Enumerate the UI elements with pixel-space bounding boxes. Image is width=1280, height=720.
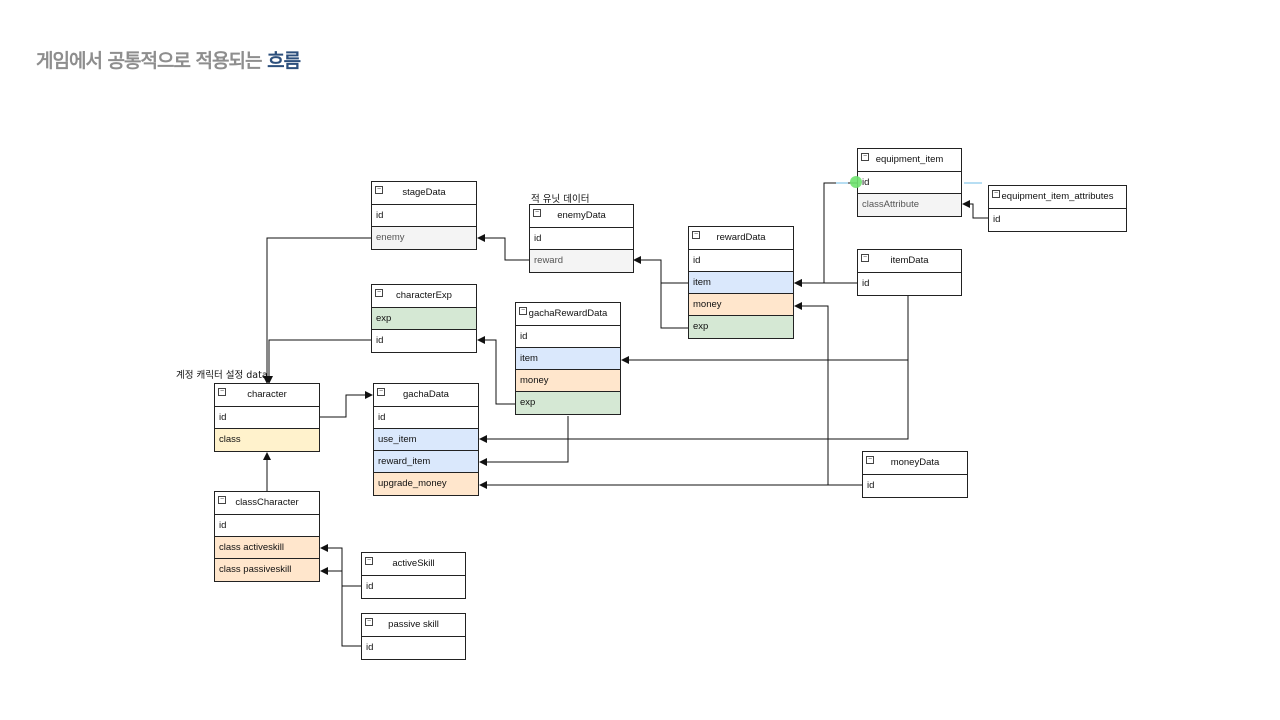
collapse-icon[interactable]: − [365, 557, 373, 565]
field-enemy: enemy [372, 227, 476, 249]
field-id: id [376, 335, 384, 346]
field-class-passiveskill: class passiveskill [215, 559, 319, 581]
link-attr-equip [962, 200, 988, 219]
table-title: character [247, 389, 287, 400]
link-stage-character [263, 237, 371, 384]
table-characterExp[interactable]: − characterExp exp id [371, 284, 477, 353]
field-id: id [372, 205, 476, 227]
field-class-activeskill: class activeskill [215, 537, 319, 559]
link-equip-reward [794, 182, 857, 287]
collapse-icon[interactable]: − [365, 618, 373, 626]
collapse-icon[interactable]: − [533, 209, 541, 217]
table-activeSkill[interactable]: − activeSkill id [361, 552, 466, 599]
field-item: item [516, 348, 620, 370]
table-title: stageData [402, 187, 446, 198]
note-account-character: 계정 캐릭터 설정 data [176, 370, 268, 381]
field-id: id [516, 326, 620, 348]
link-active-classchar [320, 544, 361, 587]
field-reward_item: reward_item [374, 451, 478, 473]
table-title: characterExp [396, 290, 452, 301]
link-gachareward-rewarditem [479, 416, 569, 466]
collapse-icon[interactable]: − [692, 231, 700, 239]
collapse-icon[interactable]: − [377, 388, 385, 396]
field-reward: reward [530, 250, 633, 272]
field-classAttribute: classAttribute [858, 194, 961, 216]
collapse-icon[interactable]: − [218, 388, 226, 396]
field-id: id [993, 214, 1001, 225]
table-itemData[interactable]: − itemData id [857, 249, 962, 296]
page-title: 게임에서 공통적으로 적용되는 흐름 [36, 46, 301, 73]
table-rewardData[interactable]: − rewardData id item money exp [688, 226, 794, 339]
table-moneyData[interactable]: − moneyData id [862, 451, 968, 498]
note-enemy-unit: 적 유닛 데이터 [531, 194, 590, 205]
field-id: id [366, 581, 374, 592]
table-classCharacter[interactable]: − classCharacter id class activeskill cla… [214, 491, 320, 582]
field-id: id [215, 515, 319, 537]
collapse-icon[interactable]: − [861, 153, 869, 161]
table-character[interactable]: − character id class [214, 383, 320, 452]
field-upgrade_money: upgrade_money [374, 473, 478, 495]
connection-handle[interactable] [850, 176, 862, 188]
link-exp-gachareward [477, 336, 515, 405]
table-equipment_item_attributes[interactable]: −equipment_item_attributes id [988, 185, 1127, 232]
collapse-icon[interactable]: − [375, 289, 383, 297]
collapse-icon[interactable]: − [866, 456, 874, 464]
collapse-icon[interactable]: − [861, 254, 869, 262]
title-highlight: 흐름 [267, 50, 301, 72]
field-id: id [215, 407, 319, 429]
table-title: equipment_item_attributes [1001, 191, 1114, 202]
table-title: activeSkill [392, 558, 435, 569]
field-id: id [374, 407, 478, 429]
table-title: rewardData [716, 232, 766, 243]
link-item-useitem [479, 360, 909, 443]
field-exp: exp [689, 316, 793, 338]
collapse-icon[interactable]: − [992, 190, 1000, 198]
table-title: passive skill [388, 619, 439, 630]
table-title: gachaRewardData [528, 308, 608, 319]
link-character-gacha [320, 391, 373, 418]
table-enemyData[interactable]: − enemyData id reward [529, 204, 634, 273]
link-exp-reward-enemy [660, 283, 688, 329]
field-id: id [862, 278, 870, 289]
field-id: id [366, 642, 374, 653]
table-title: classCharacter [235, 497, 299, 508]
table-title: gachaData [403, 389, 449, 400]
collapse-icon[interactable]: − [218, 496, 226, 504]
field-money: money [516, 370, 620, 392]
table-equipment_item[interactable]: −equipment_item id classAttribute [857, 148, 962, 217]
field-id: id [530, 228, 633, 250]
field-id: id [867, 480, 875, 491]
table-title: equipment_item [875, 154, 944, 165]
title-text: 게임에서 공통적으로 적용되는 [36, 50, 268, 72]
table-gachaRewardData[interactable]: −gachaRewardData id item money exp [515, 302, 621, 415]
table-title: moneyData [890, 457, 940, 468]
field-use_item: use_item [374, 429, 478, 451]
table-stageData[interactable]: − stageData id enemy [371, 181, 477, 250]
collapse-icon[interactable]: − [519, 307, 527, 315]
collapse-icon[interactable]: − [375, 186, 383, 194]
field-exp: exp [516, 392, 620, 414]
table-title: itemData [890, 255, 929, 266]
link-passive-classchar [320, 567, 361, 647]
field-exp: exp [372, 308, 476, 330]
table-passiveSkill[interactable]: − passive skill id [361, 613, 466, 660]
field-id: id [858, 172, 961, 194]
table-gachaData[interactable]: − gachaData id use_item reward_item upgra… [373, 383, 479, 496]
link-enemy-stage [477, 234, 529, 261]
field-money: money [689, 294, 793, 316]
field-id: id [689, 250, 793, 272]
link-reward-enemy [633, 256, 688, 284]
field-item: item [689, 272, 793, 294]
link-money-reward [794, 302, 862, 486]
link-exp-character [265, 339, 371, 384]
table-title: enemyData [557, 210, 606, 221]
field-class: class [215, 429, 319, 451]
